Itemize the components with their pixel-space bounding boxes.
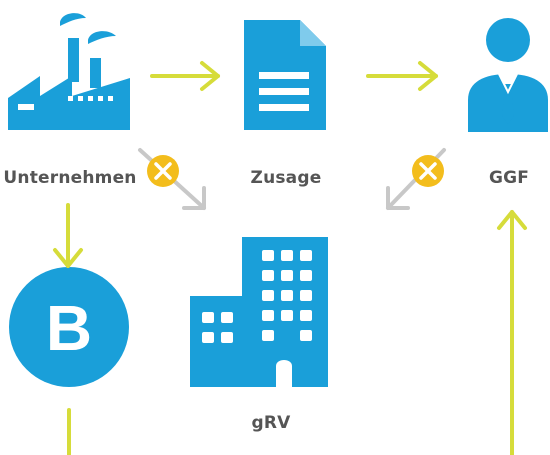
- businessman-icon: [468, 18, 548, 132]
- label-grv: gRV: [251, 413, 291, 433]
- label-zusage: Zusage: [250, 168, 322, 188]
- arrow-bottom-to-ggf: [497, 210, 527, 455]
- document-icon: [244, 20, 326, 130]
- cross-badge-right: [412, 155, 444, 187]
- label-unternehmen: Unternehmen: [3, 168, 137, 188]
- arrow-unternehmen-to-b: [53, 203, 83, 268]
- office-building-icon: [190, 237, 328, 387]
- factory-icon: [8, 13, 130, 130]
- cross-badge-left: [147, 155, 179, 187]
- arrow-unternehmen-to-zusage: [150, 61, 220, 91]
- b-letter: B: [46, 292, 92, 364]
- b-circle-icon: [9, 267, 129, 387]
- arrow-zusage-to-ggf: [366, 61, 438, 91]
- label-ggf: GGF: [488, 168, 530, 188]
